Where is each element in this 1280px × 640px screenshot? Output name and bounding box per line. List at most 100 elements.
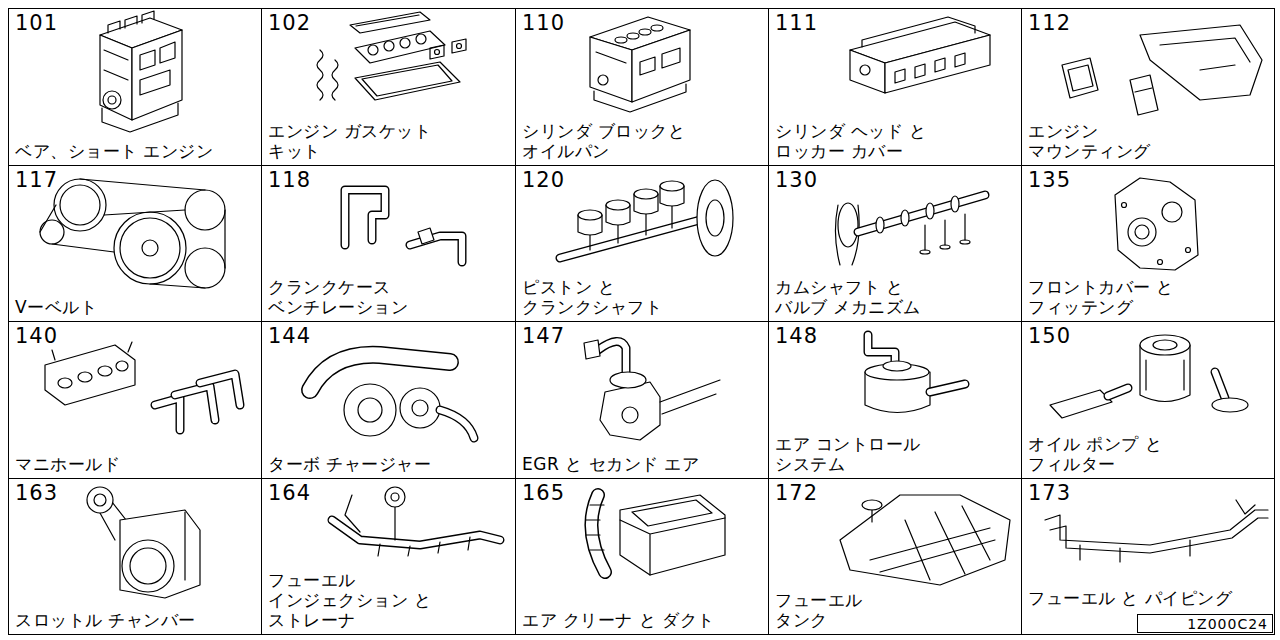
section-name-line: マニホールド bbox=[15, 454, 120, 474]
egr-valve-illustration-part bbox=[622, 407, 638, 423]
ventilation-hose-illustration bbox=[345, 190, 462, 262]
oil-pump-filter-illustration-part bbox=[1215, 372, 1225, 398]
camshaft-valve-illustration-part bbox=[838, 203, 858, 247]
section-name: Vーベルト bbox=[15, 297, 97, 317]
section-name: オイル ポンプ と フィルター bbox=[1028, 434, 1162, 474]
oil-pump-filter-illustration-part bbox=[1108, 388, 1128, 396]
manifold-illustration-part bbox=[200, 374, 240, 405]
gasket-kit-illustration-part bbox=[355, 62, 460, 100]
index-cell: 111シリンダ ヘッド と ロッカー カバー bbox=[768, 8, 1022, 166]
fuel-tank-illustration-part bbox=[840, 495, 1010, 585]
section-number: 148 bbox=[775, 326, 818, 347]
egr-valve-illustration-part bbox=[598, 341, 626, 372]
fuel-injection-illustration-part bbox=[332, 520, 500, 545]
manifold-illustration-part bbox=[52, 342, 132, 360]
section-name-line: キット bbox=[268, 141, 431, 161]
section-number: 147 bbox=[522, 326, 565, 347]
piston-crankshaft-illustration-part bbox=[660, 181, 684, 191]
index-cell: 147EGR と セカンド エア bbox=[515, 321, 769, 479]
fuel-injection-illustration-part bbox=[332, 520, 500, 545]
front-cover-illustration-part bbox=[1135, 225, 1149, 239]
section-number: 102 bbox=[268, 13, 311, 34]
v-belt-illustration-part bbox=[40, 220, 64, 244]
engine-mount-illustration-part bbox=[1062, 58, 1098, 98]
short-engine-illustration-part bbox=[103, 91, 121, 109]
engine-mount-illustration-part bbox=[1130, 75, 1158, 115]
camshaft-valve-illustration-part bbox=[960, 240, 970, 244]
index-cell: 110シリンダ ブロックと オイルパン bbox=[515, 8, 769, 166]
ventilation-hose-illustration-part bbox=[410, 236, 462, 262]
cylinder-head-illustration-part bbox=[862, 17, 975, 47]
manifold-illustration-part bbox=[175, 386, 215, 420]
section-name: ピストン と クランクシャフト bbox=[522, 277, 662, 317]
index-cell: 117Vーベルト bbox=[8, 165, 262, 322]
throttle-chamber-illustration-part bbox=[120, 510, 200, 598]
air-cleaner-illustration-part bbox=[620, 495, 725, 575]
v-belt-illustration-part bbox=[54, 179, 106, 231]
throttle-chamber-illustration-part bbox=[94, 494, 106, 506]
fuel-injection-illustration-part bbox=[378, 537, 470, 556]
gasket-kit-illustration-part bbox=[350, 12, 430, 33]
index-cell: 130カムシャフト と バルブ メカニズム bbox=[768, 165, 1022, 322]
section-name: フューエル タンク bbox=[775, 590, 863, 630]
section-number: 118 bbox=[268, 170, 311, 191]
gasket-kit-illustration-part bbox=[430, 39, 466, 59]
cylinder-block-illustration bbox=[590, 17, 690, 112]
gasket-kit-illustration-part bbox=[416, 34, 426, 44]
front-cover-illustration-part bbox=[1128, 218, 1156, 246]
short-engine-illustration-part bbox=[108, 11, 154, 33]
v-belt-illustration-part bbox=[142, 240, 158, 256]
piston-crankshaft-illustration-part bbox=[606, 200, 630, 210]
cylinder-block-illustration-part bbox=[590, 37, 632, 102]
egr-valve-illustration-part bbox=[584, 340, 600, 359]
drawing-code-box: 1Z000C24 bbox=[1137, 614, 1273, 633]
gasket-kit-illustration-part bbox=[435, 50, 440, 55]
index-cell: 150 オイル ポンプ と フィルター bbox=[1021, 321, 1275, 479]
short-engine-illustration-part bbox=[108, 96, 116, 104]
air-control-valve-illustration-part bbox=[930, 384, 965, 392]
cylinder-block-illustration-part bbox=[598, 75, 608, 85]
section-name-line: タンク bbox=[775, 610, 863, 630]
egr-valve-illustration-part bbox=[660, 380, 720, 414]
camshaft-valve-illustration-part bbox=[876, 217, 884, 233]
air-control-valve-illustration-part bbox=[868, 335, 895, 364]
oil-pump-filter-illustration-part bbox=[1140, 335, 1190, 355]
ventilation-hose-illustration-part bbox=[345, 190, 385, 245]
cylinder-block-illustration-part bbox=[639, 29, 651, 35]
manifold-illustration-part bbox=[200, 374, 240, 405]
engine-mount-illustration-part bbox=[1135, 88, 1152, 92]
section-name-line: エア コントロール bbox=[775, 434, 921, 454]
index-cell: 144ターボ チャージャー bbox=[261, 321, 516, 479]
v-belt-illustration-part bbox=[185, 248, 225, 288]
cylinder-block-illustration-part bbox=[651, 25, 663, 31]
index-cell: 148エア コントロール システム bbox=[768, 321, 1022, 479]
section-number: 101 bbox=[15, 13, 58, 34]
fuel-injection-illustration-part bbox=[345, 495, 360, 532]
front-cover-illustration bbox=[1115, 178, 1198, 270]
piston-crankshaft-illustration-part bbox=[697, 180, 733, 256]
section-number: 150 bbox=[1028, 326, 1071, 347]
oil-pump-filter-illustration-part bbox=[1108, 388, 1128, 396]
section-name-line: クランクケース bbox=[268, 277, 408, 297]
ventilation-hose-illustration-part bbox=[418, 228, 434, 244]
index-cell: 135フロントカバー と フィッテング bbox=[1021, 165, 1275, 322]
fuel-piping-illustration-part bbox=[1080, 540, 1190, 562]
v-belt-illustration-part bbox=[60, 185, 100, 225]
section-number: 112 bbox=[1028, 13, 1071, 34]
throttle-chamber-illustration bbox=[87, 487, 200, 598]
section-number: 165 bbox=[522, 483, 565, 504]
short-engine-illustration-part bbox=[104, 50, 128, 80]
manifold-illustration-part bbox=[98, 366, 112, 376]
manifold-illustration-part bbox=[45, 345, 135, 405]
section-name-line: フューエル と パイピング bbox=[1028, 588, 1232, 608]
section-name-line: カムシャフト と bbox=[775, 277, 921, 297]
section-name-line: マウンティング bbox=[1028, 141, 1151, 161]
fuel-tank-illustration-part bbox=[870, 506, 995, 580]
fuel-injection-illustration-part bbox=[394, 507, 395, 540]
ventilation-hose-illustration-part bbox=[345, 190, 385, 245]
section-name-line: エア クリーナ と ダクト bbox=[522, 610, 715, 630]
section-name-line: エンジン ガスケット bbox=[268, 121, 431, 141]
turbocharger-illustration-part bbox=[310, 355, 450, 390]
front-cover-illustration-part bbox=[1122, 203, 1127, 208]
section-name-line: オイル ポンプ と bbox=[1028, 434, 1162, 454]
